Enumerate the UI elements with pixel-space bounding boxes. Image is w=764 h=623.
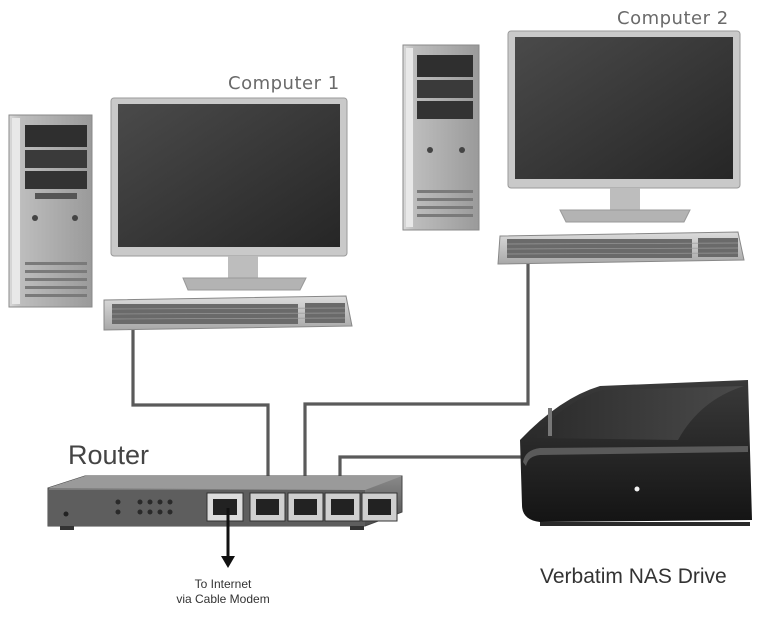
- computer1-label: Computer 1: [228, 73, 340, 94]
- internet-arrow: [221, 508, 235, 568]
- router-lan-port-3: [324, 492, 361, 522]
- nas-drive: [520, 380, 752, 526]
- nas-power-led: [634, 486, 640, 492]
- internet-label: To Internet via Cable Modem: [158, 577, 288, 607]
- cable-computer1-router: [131, 322, 270, 490]
- internet-label-line2: via Cable Modem: [176, 592, 270, 606]
- computer2-keyboard: [497, 231, 745, 265]
- computer1-keyboard: [103, 295, 353, 331]
- internet-label-line1: To Internet: [194, 577, 252, 591]
- computer2-tower: [402, 44, 480, 231]
- computer2-monitor: [507, 30, 741, 223]
- nas-drive-label: Verbatim NAS Drive: [540, 565, 727, 588]
- nas-logo-mark: [548, 408, 552, 436]
- computer2-label: Computer 2: [617, 8, 729, 29]
- router-label: Router: [68, 440, 150, 470]
- cables: [131, 258, 538, 490]
- router-reset-button: [63, 511, 69, 517]
- computer1-tower: [8, 114, 93, 308]
- router: [47, 475, 403, 530]
- computer1-monitor: [110, 97, 348, 291]
- cable-computer2-router: [303, 258, 530, 490]
